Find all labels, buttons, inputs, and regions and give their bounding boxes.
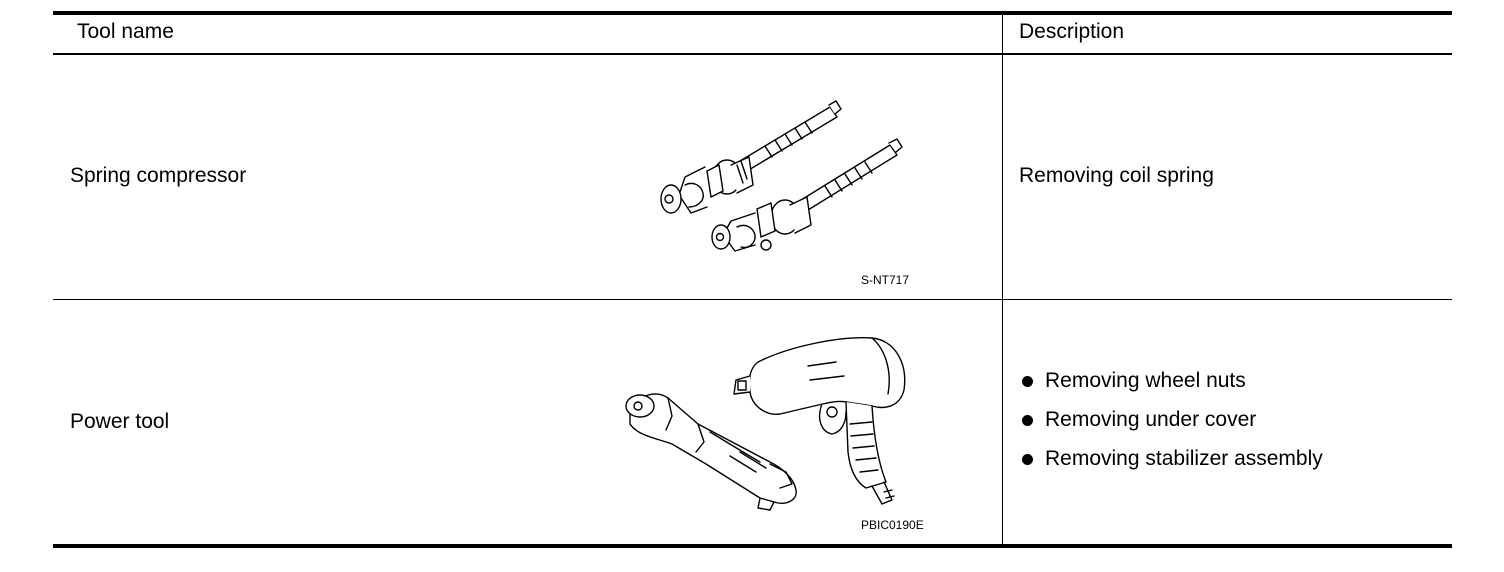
list-item-text: Removing wheel nuts — [1045, 369, 1246, 392]
header-divider — [53, 53, 1452, 55]
list-item-text: Removing under cover — [1045, 408, 1257, 431]
bullet-icon — [1022, 415, 1033, 426]
description-list: Removing wheel nuts Removing under cover… — [1019, 369, 1323, 486]
column-divider — [1002, 14, 1003, 546]
tool-name-cell: Power tool — [70, 410, 170, 433]
power-tool-icon — [610, 332, 930, 512]
list-item-text: Removing stabilizer assembly — [1045, 447, 1323, 470]
table-top-border — [53, 11, 1452, 15]
list-item: Removing stabilizer assembly — [1019, 447, 1323, 486]
header-tool-name: Tool name — [77, 20, 174, 43]
bullet-icon — [1022, 454, 1033, 465]
row-divider — [53, 299, 1452, 300]
list-item: Removing wheel nuts — [1019, 369, 1323, 408]
table-bottom-border — [53, 544, 1452, 548]
list-item: Removing under cover — [1019, 408, 1323, 447]
header-description: Description — [1019, 20, 1125, 43]
tool-name-cell: Spring compressor — [70, 164, 247, 187]
description-cell: Removing coil spring — [1019, 164, 1214, 187]
spring-compressor-icon — [645, 95, 915, 255]
illustration-code: S-NT717 — [861, 273, 910, 287]
bullet-icon — [1022, 376, 1033, 387]
illustration-code: PBIC0190E — [861, 518, 924, 532]
